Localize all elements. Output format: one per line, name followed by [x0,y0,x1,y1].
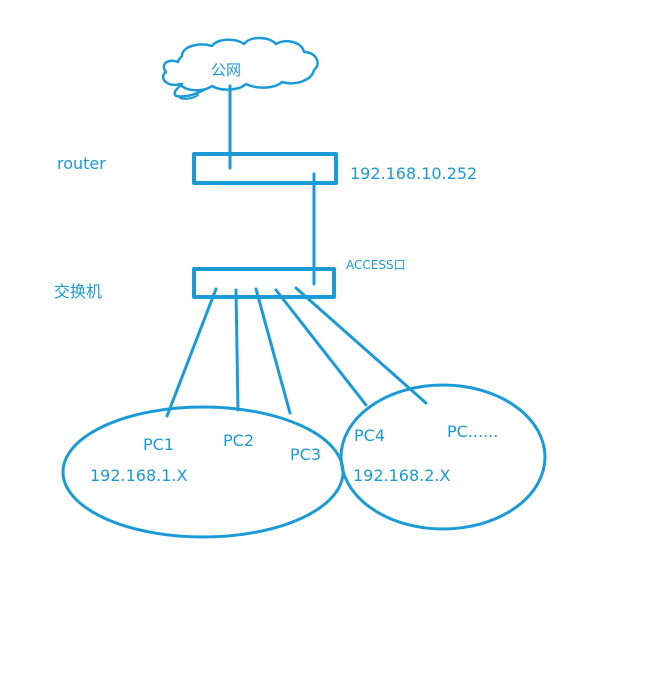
pc-label-1: PC1 [143,435,174,454]
link-pc3 [254,287,292,415]
pc-links [165,286,428,418]
pc-label-4: PC4 [354,426,385,445]
link-pc1 [165,287,218,418]
router-label: router [57,154,106,173]
link-pc2 [234,288,240,412]
switch-label: 交换机 [54,282,102,301]
subnet-right-label: 192.168.2.X [353,466,451,485]
subnet-right-ellipse [339,383,547,531]
link-pc-more [294,286,428,405]
subnet-left-label: 192.168.1.X [90,466,188,485]
cloud-internet: 公网 [161,36,319,100]
pc-label-2: PC2 [223,431,254,450]
link-pc4 [274,288,368,407]
pc-label-more: PC...... [447,422,498,441]
router-box [192,152,338,185]
access-port-label: ACCESS口 [346,258,406,272]
pc-label-3: PC3 [290,445,321,464]
cloud-label: 公网 [211,61,241,79]
switch-box [192,267,336,299]
router-ip: 192.168.10.252 [350,164,477,183]
